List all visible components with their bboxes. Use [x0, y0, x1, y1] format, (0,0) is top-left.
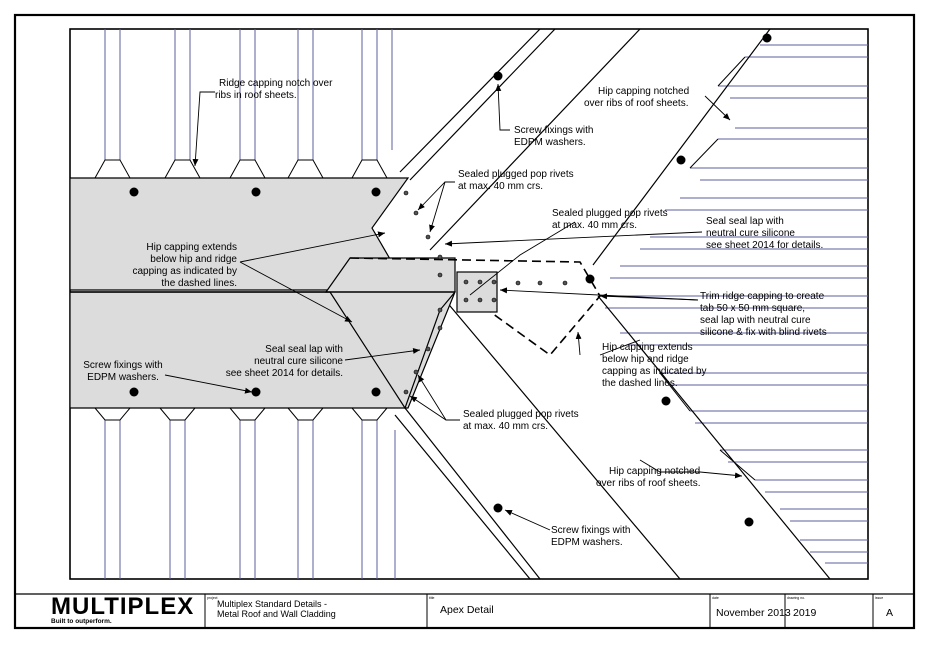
hip-notches: [659, 56, 756, 481]
project-name: Multiplex Standard Details -: [217, 599, 327, 609]
project-subname: Metal Roof and Wall Cladding: [217, 609, 336, 619]
ridge-notches-top: [94, 159, 388, 179]
title-label: title: [429, 596, 435, 600]
drawing-date: November 2013: [716, 607, 791, 619]
title-block: MULTIPLEX Built to outperform. project M…: [15, 593, 914, 628]
drawing-number: 2019: [793, 607, 817, 619]
pop-rivets: [403, 190, 568, 395]
apex-detail-drawing: [70, 29, 868, 579]
hip-capping-upper: [399, 29, 771, 266]
logo-tagline: Built to outperform.: [51, 618, 112, 625]
project-label: project: [207, 596, 218, 600]
bottom-roof-sheet-ribs: [104, 420, 396, 579]
issue-label: issue: [875, 596, 883, 600]
drawing-no-label: drawing no.: [787, 596, 805, 600]
multiplex-logo: MULTIPLEX: [51, 593, 194, 620]
hip-capping-lower: [394, 295, 831, 579]
screw-fixings: [129, 33, 772, 527]
right-roof-sheet-ribs: [600, 44, 868, 564]
date-label: date: [712, 596, 719, 600]
top-roof-sheet-ribs: [104, 29, 393, 160]
drawing-title: Apex Detail: [440, 604, 494, 616]
issue-value: A: [886, 607, 893, 619]
leader-lines: [164, 83, 743, 531]
ridge-notches-bottom: [94, 407, 388, 421]
outer-border: [13, 13, 916, 630]
